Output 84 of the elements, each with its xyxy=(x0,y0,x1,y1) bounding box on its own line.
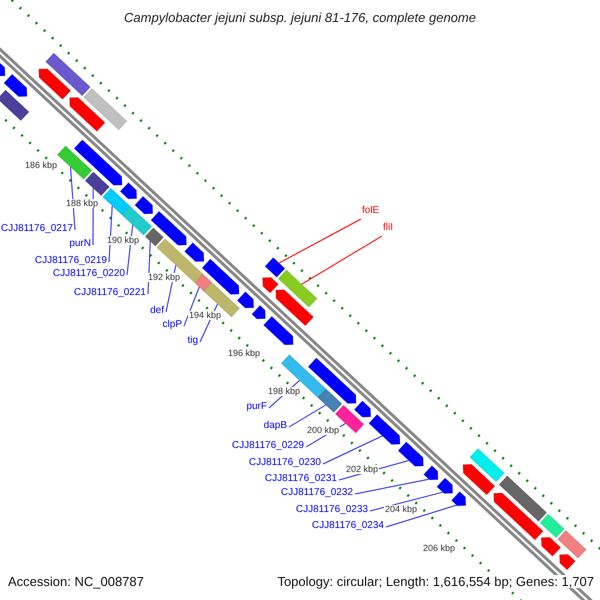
gene-bar xyxy=(317,388,342,413)
gene-bar xyxy=(264,257,286,278)
leader-line xyxy=(108,205,113,262)
gene-bar xyxy=(276,289,314,326)
leader-line xyxy=(301,236,382,285)
leader-line xyxy=(184,286,200,326)
gene-label: CJJ81176_0232 xyxy=(280,488,353,498)
gene-bar xyxy=(102,188,130,215)
leader-line xyxy=(322,435,383,464)
gene-bar xyxy=(540,514,565,538)
title: Campylobacter jejuni subsp. jejuni 81-176, complete genome xyxy=(123,11,477,24)
gene-bar xyxy=(493,492,544,540)
gene-label: CJJ81176_0229 xyxy=(232,441,304,451)
gene-label: purF xyxy=(246,402,267,412)
scale-tick-label: 188 kbp xyxy=(65,199,100,208)
gene-bar xyxy=(436,478,453,494)
gene-bar xyxy=(144,228,164,246)
scale-tick-label: 204 kbp xyxy=(384,505,418,514)
gene-bar xyxy=(194,274,212,292)
gene-label: CJJ81176_0219 xyxy=(34,256,107,266)
scale-tick-label: 186 kbp xyxy=(24,161,58,170)
gene-bar xyxy=(398,442,424,467)
leader-line xyxy=(278,218,362,264)
gene-bar xyxy=(498,476,547,522)
gene-label: CJJ81176_0220 xyxy=(52,269,125,279)
gene-bar xyxy=(423,465,438,480)
scale-tick-label: 194 kbp xyxy=(188,311,222,320)
gene-bar xyxy=(74,139,122,186)
gene-bar xyxy=(262,277,279,294)
gene-label: dapB xyxy=(264,421,287,431)
gene-bar xyxy=(252,305,266,320)
gene-bar xyxy=(184,242,204,262)
gene-bar xyxy=(4,74,28,97)
gene-bar xyxy=(278,270,318,308)
scale-tick-label: 192 kbp xyxy=(147,273,182,282)
gene-bar xyxy=(120,182,137,200)
gene-label: tig xyxy=(187,336,198,346)
scale-tick-label: 198 kbp xyxy=(267,387,302,396)
gene-bar xyxy=(462,464,496,496)
gene-label: CJJ81176_0230 xyxy=(248,458,321,468)
gene-bar xyxy=(557,530,586,558)
gene-label: purN xyxy=(69,239,91,249)
footer-text: Topology: circular; Length: 1,616,554 bp; Genes: 1,707 xyxy=(277,575,594,588)
gene-bar xyxy=(354,400,371,418)
gene-bar xyxy=(134,196,154,214)
gene-label: CJJ81176_0231 xyxy=(264,474,337,484)
gene-label: CJJ81176_0221 xyxy=(74,288,146,298)
gene-bar xyxy=(263,316,294,346)
leader-line xyxy=(70,166,76,230)
gene-bar xyxy=(57,146,92,180)
leader-line xyxy=(354,478,430,494)
gene-bar xyxy=(541,537,561,557)
scale-tick-label: 206 kbp xyxy=(422,544,456,553)
gene-bar xyxy=(121,206,152,236)
gene-bar xyxy=(236,292,254,308)
footer-text: Accession: NC_008787 xyxy=(8,575,144,588)
gene-bar xyxy=(84,172,110,196)
leader-line xyxy=(92,188,94,246)
gene-bar xyxy=(45,52,91,96)
gene-bar xyxy=(38,68,71,100)
gene-label: def xyxy=(150,306,164,316)
scale-tick-label: 200 kbp xyxy=(306,426,340,435)
gene-label: fliI xyxy=(383,223,393,233)
gene-bar xyxy=(69,97,106,132)
leader-line xyxy=(288,404,326,428)
gene-bar xyxy=(150,211,187,246)
scale-tick-label: 196 kbp xyxy=(227,349,262,358)
gene-bar xyxy=(559,554,576,570)
gene-bar xyxy=(308,358,356,404)
scale-tick-label: 202 kbp xyxy=(345,465,380,474)
gene-label: CJJ81176_0217 xyxy=(0,224,73,234)
gene-bar xyxy=(0,90,30,121)
leader-line xyxy=(370,492,444,512)
gene-bar xyxy=(83,88,128,130)
gene-bar xyxy=(202,258,240,295)
leader-line xyxy=(386,504,458,528)
scale-tick-label: 190 kbp xyxy=(106,236,140,245)
gene-label: CJJ81176_0234 xyxy=(312,521,384,531)
gene-label: clpP xyxy=(162,320,182,330)
gene-label: folE xyxy=(362,206,380,216)
gene-bar xyxy=(470,448,505,482)
gene-bar xyxy=(451,491,466,506)
gene-label: CJJ81176_0233 xyxy=(296,505,368,515)
gene-bar xyxy=(368,414,400,445)
